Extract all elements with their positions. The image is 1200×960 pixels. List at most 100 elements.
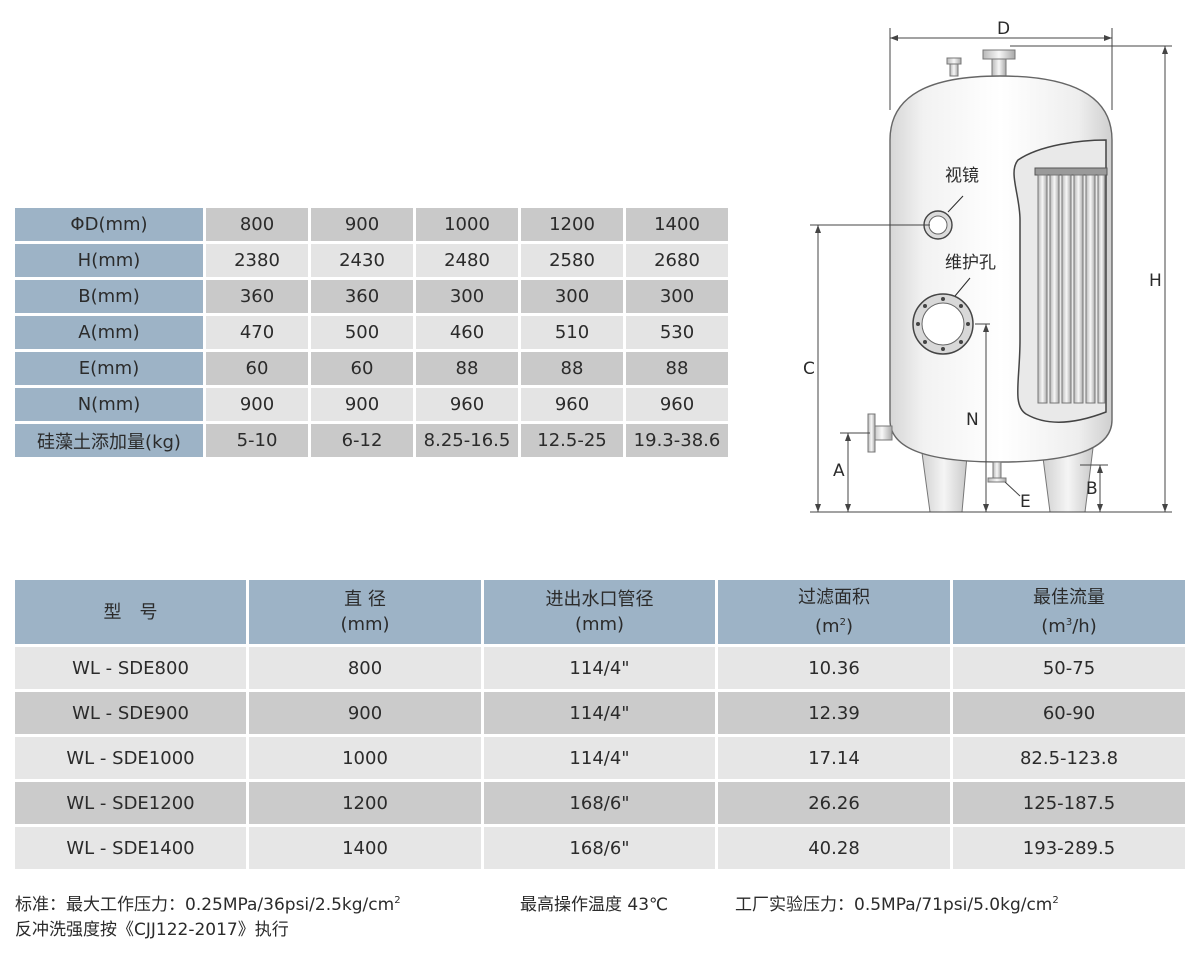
header-unit: (m2) — [718, 610, 950, 639]
spec-cell: 5-10 — [206, 424, 308, 457]
spec-cell: 8.25-16.5 — [416, 424, 518, 457]
cell-diameter: 1400 — [249, 827, 481, 869]
spec-cell: 360 — [311, 280, 413, 313]
unit-sup: 3 — [1065, 617, 1073, 628]
spec-cell: 88 — [521, 352, 623, 385]
spec-cell: 300 — [626, 280, 728, 313]
unit-sup: 2 — [839, 617, 846, 628]
cell-model: WL - SDE1000 — [15, 737, 246, 779]
spec-row-label: E(mm) — [15, 352, 203, 385]
spec-row-height: H(mm) 2380 2430 2480 2580 2680 — [15, 244, 728, 277]
spec-cell: 2430 — [311, 244, 413, 277]
header-unit: (mm) — [574, 614, 625, 635]
dimension-arrows — [815, 35, 1168, 512]
spec-cell: 2380 — [206, 244, 308, 277]
cell-flow-rate: 125-187.5 — [953, 782, 1185, 824]
table-row: WL - SDE1000 1000 114/4" 17.14 82.5-123.… — [15, 737, 1185, 779]
note-sup: 2 — [1052, 895, 1059, 906]
unit-post: ) — [845, 616, 853, 637]
cell-model: WL - SDE1400 — [15, 827, 246, 869]
cell-filter-area: 12.39 — [718, 692, 950, 734]
manhole — [912, 277, 974, 355]
spec-row-label: N(mm) — [15, 388, 203, 421]
unit-pre: (m — [1041, 616, 1066, 637]
note-text: 工厂实验压力：0.5MPa/71psi/5.0kg/cm — [735, 895, 1053, 915]
note-factory-pressure: 工厂实验压力：0.5MPa/71psi/5.0kg/cm2 — [735, 890, 1059, 915]
spec-row-n: N(mm) 900 900 960 960 960 — [15, 388, 728, 421]
spec-cell: 900 — [311, 208, 413, 241]
dim-label-c: C — [803, 359, 815, 379]
cell-filter-area: 10.36 — [718, 647, 950, 689]
cell-diameter: 800 — [249, 647, 481, 689]
spec-cell: 300 — [521, 280, 623, 313]
cell-flow-rate: 82.5-123.8 — [953, 737, 1185, 779]
table-row: WL - SDE800 800 114/4" 10.36 50-75 — [15, 647, 1185, 689]
spec-cell: 1000 — [416, 208, 518, 241]
spec-cell: 12.5-25 — [521, 424, 623, 457]
note-backwash: 反冲洗强度按《CJJ122-2017》执行 — [15, 920, 289, 940]
spec-cell: 530 — [626, 316, 728, 349]
spec-row-e: E(mm) 60 60 88 88 88 — [15, 352, 728, 385]
spec-cell: 460 — [416, 316, 518, 349]
cell-model: WL - SDE800 — [15, 647, 246, 689]
table-row: WL - SDE1400 1400 168/6" 40.28 193-289.5 — [15, 827, 1185, 869]
spec-row-label: H(mm) — [15, 244, 203, 277]
spec-table: ΦD(mm) 800 900 1000 1200 1400 H(mm) 2380… — [12, 205, 731, 460]
spec-cell: 510 — [521, 316, 623, 349]
spec-row-diatomite: 硅藻土添加量(kg) 5-10 6-12 8.25-16.5 12.5-25 1… — [15, 424, 728, 457]
spec-cell: 960 — [626, 388, 728, 421]
table-row: WL - SDE1200 1200 168/6" 26.26 125-187.5 — [15, 782, 1185, 824]
cell-flow-rate: 60-90 — [953, 692, 1185, 734]
cell-filter-area: 40.28 — [718, 827, 950, 869]
spec-cell: 900 — [206, 388, 308, 421]
spec-cell: 88 — [626, 352, 728, 385]
top-outlet-flange — [982, 49, 1016, 81]
header-filter-area: 过滤面积 (m2) — [718, 580, 950, 644]
cell-filter-area: 17.14 — [718, 737, 950, 779]
dim-label-a: A — [833, 461, 845, 481]
spec-cell: 1200 — [521, 208, 623, 241]
spec-row-label: B(mm) — [15, 280, 203, 313]
cell-model: WL - SDE1200 — [15, 782, 246, 824]
header-diameter: 直 径 (mm) — [249, 580, 481, 644]
spec-row-b: B(mm) 360 360 300 300 300 — [15, 280, 728, 313]
spec-cell: 800 — [206, 208, 308, 241]
spec-cell: 2680 — [626, 244, 728, 277]
header-flow-rate: 最佳流量 (m3/h) — [953, 580, 1185, 644]
filter-tank-diagram: 视镜 维护孔 — [803, 19, 1172, 513]
spec-row-label: 硅藻土添加量(kg) — [15, 424, 203, 457]
model-table: 型 号 直 径 (mm) 进出水口管径 (mm) 过滤面积 (m2) 最佳流量 … — [12, 577, 1188, 872]
dim-label-b: B — [1086, 479, 1098, 499]
header-main: 直 径 — [344, 589, 386, 610]
spec-cell: 960 — [521, 388, 623, 421]
air-vent-valve — [946, 57, 962, 77]
cell-pipe-size: 168/6" — [484, 827, 715, 869]
bottom-drain-pipe — [987, 461, 1007, 483]
header-unit: (m3/h) — [953, 610, 1185, 639]
spec-cell: 470 — [206, 316, 308, 349]
cell-diameter: 1200 — [249, 782, 481, 824]
dimension-lines — [810, 28, 1172, 513]
spec-row-diameter: ΦD(mm) 800 900 1000 1200 1400 — [15, 208, 728, 241]
spec-cell: 88 — [416, 352, 518, 385]
dim-label-h: H — [1149, 271, 1162, 291]
cell-flow-rate: 193-289.5 — [953, 827, 1185, 869]
header-model: 型 号 — [15, 580, 246, 644]
dim-label-d: D — [997, 19, 1010, 39]
header-main: 型 号 — [103, 601, 158, 623]
header-pipe-size: 进出水口管径 (mm) — [484, 580, 715, 644]
note-sup: 2 — [394, 895, 401, 906]
spec-cell: 360 — [206, 280, 308, 313]
spec-cell: 2580 — [521, 244, 623, 277]
sight-glass-label: 视镜 — [945, 166, 979, 186]
filter-elements — [1034, 167, 1108, 404]
note-standard-pressure: 标准：最大工作压力：0.25MPa/36psi/2.5kg/cm2 — [15, 890, 401, 915]
note-text: 标准：最大工作压力：0.25MPa/36psi/2.5kg/cm — [15, 895, 395, 915]
spec-cell: 900 — [311, 388, 413, 421]
spec-cell: 6-12 — [311, 424, 413, 457]
cell-diameter: 1000 — [249, 737, 481, 779]
cell-flow-rate: 50-75 — [953, 647, 1185, 689]
cell-pipe-size: 114/4" — [484, 737, 715, 779]
spec-row-label: A(mm) — [15, 316, 203, 349]
dim-label-n: N — [966, 410, 979, 430]
